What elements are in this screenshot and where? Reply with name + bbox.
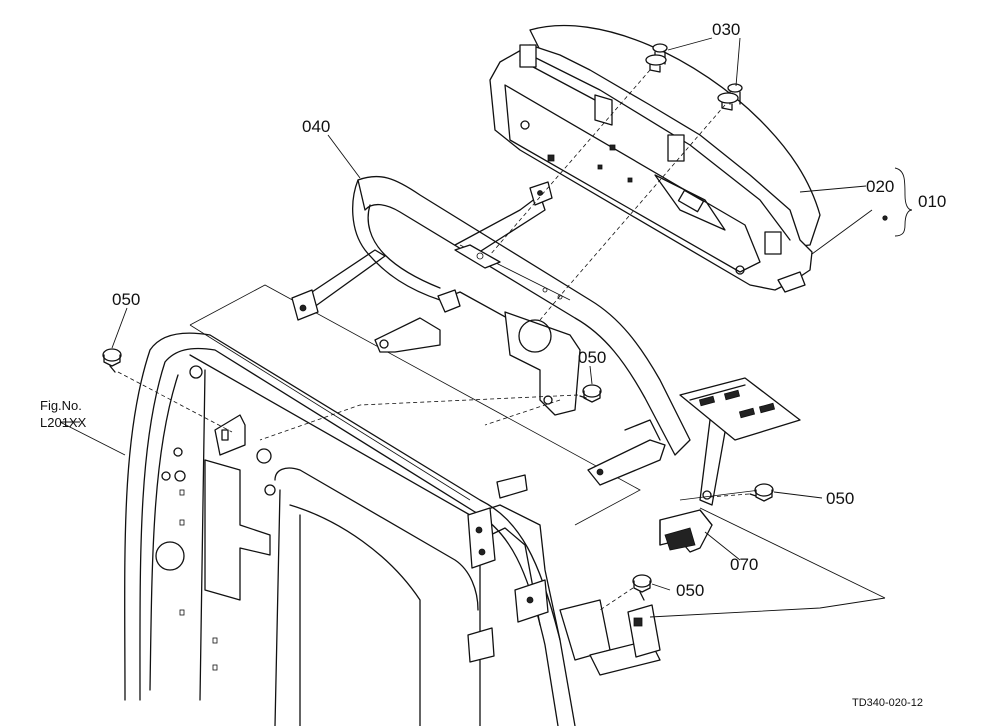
figref-line1: Fig.No. [40,398,82,413]
drawing-code: TD340-020-12 [852,697,923,709]
meter-assembly-020 [489,24,821,293]
callout-020: 020 [866,177,894,196]
callout-010: 010 [918,192,946,211]
callout-050-mid: 050 [578,348,606,367]
callout-labels: 030 040 020 010 050 050 050 070 050 [112,20,946,600]
bolt-050-right [749,483,774,502]
leader-lines [59,37,913,618]
dash-panel-frame [124,284,661,726]
right-mount-plate [679,377,801,506]
callout-040: 040 [302,117,330,136]
callout-050-right: 050 [826,489,854,508]
callout-030: 030 [712,20,740,39]
bolt-050-bottom [632,574,652,601]
callout-050-bottom: 050 [676,581,704,600]
bolt-050-mid [579,384,602,403]
meter-bracket-040 [291,175,691,486]
screw-030-b [717,83,743,111]
pad-070 [659,509,713,553]
assembly-lines [117,69,750,611]
screw-030-a [645,43,668,73]
callout-070: 070 [730,555,758,574]
figref-line2: L201XX [40,415,87,430]
bolt-050-left [102,348,122,373]
callout-050-left: 050 [112,290,140,309]
figure-reference: Fig.No. L201XX [40,398,87,430]
